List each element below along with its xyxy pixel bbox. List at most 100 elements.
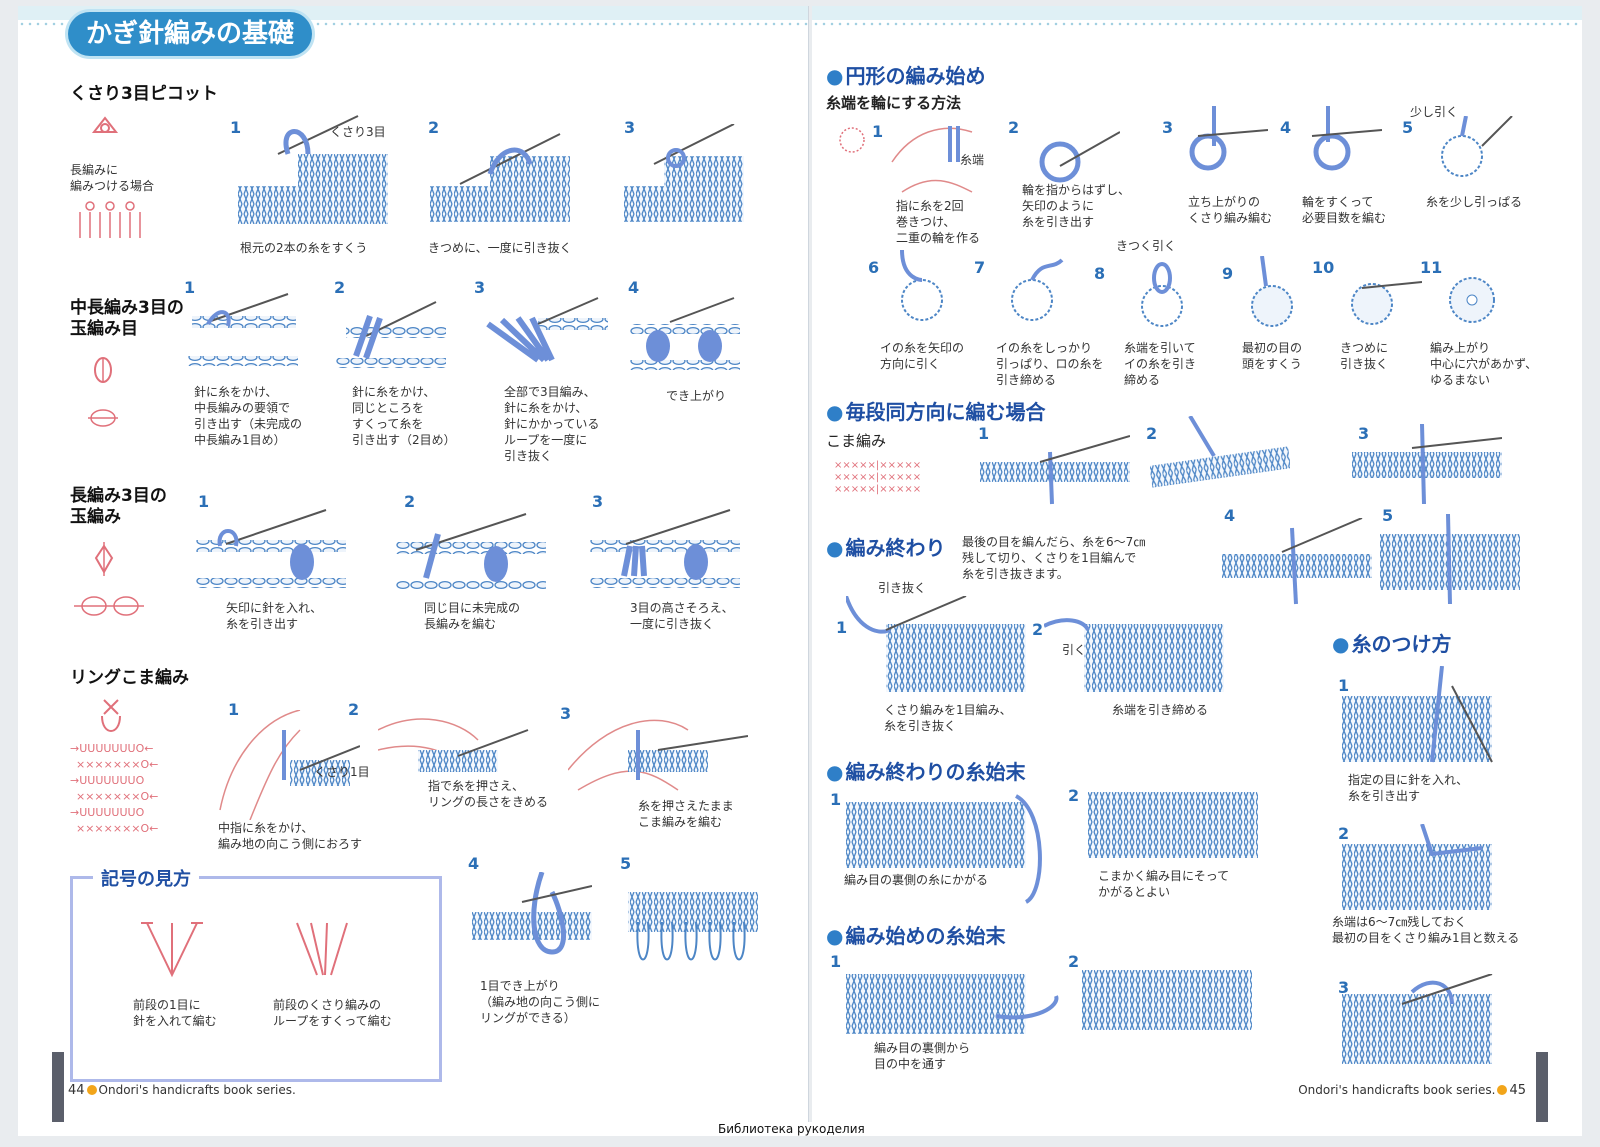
circle-step-7-caption: イの糸をしっかり 引っぱり、ロの糸を 引き締める: [996, 341, 1104, 387]
join-step-1-illustration: [1342, 666, 1493, 763]
end-weave-step-1-number: 1: [830, 790, 842, 809]
ring-sc-step-4-illustration: [472, 872, 592, 955]
same-direction-step-4-illustration: [1222, 518, 1372, 605]
page-dot-icon: [1497, 1085, 1508, 1095]
same-direction-step-2-illustration: [1150, 416, 1290, 488]
circle-start-heading: 円形の編み始め: [826, 60, 985, 89]
picot-heading: くさり3目ピコット: [70, 84, 218, 104]
finish-step-2-caption: 糸端を引き締める: [1112, 703, 1209, 717]
legend-item-1-caption: 前段の1目に 針を入れて編む: [133, 998, 217, 1028]
join-step-1-caption: 指定の目に針を入れ、 糸を引き出す: [1348, 773, 1469, 803]
svg-text:→UUUUUUUO: →UUUUUUUO: [70, 774, 145, 787]
circle-step-6-number: 6: [868, 258, 880, 277]
end-weave-step-2-number: 2: [1068, 786, 1080, 805]
same-direction-step-5-number: 5: [1382, 506, 1394, 525]
circle-step-10-illustration: [1351, 281, 1422, 325]
hdc-puff-step-3-number: 3: [474, 278, 486, 297]
start-weave-step-2-number: 2: [1068, 952, 1080, 971]
circle-step-5-illustration: [1441, 116, 1513, 177]
page-number: 44: [68, 1083, 85, 1098]
end-weave-step-1-illustration: [846, 794, 1042, 904]
join-step-2-caption: 糸端は6〜7㎝残しておく 最初の目をくさり編み1目と数える: [1332, 915, 1520, 945]
finish-step-2-illustration: [1044, 618, 1224, 692]
series-name: Ondori's handicrafts book series.: [98, 1083, 296, 1097]
circle-step-4-illustration: [1311, 106, 1382, 171]
circle-step-3-caption: 立ち上がりの くさり編み編む: [1188, 195, 1273, 225]
dc-cluster-step-3-number: 3: [592, 492, 604, 511]
join-step-3-illustration: [1342, 974, 1493, 1064]
hdc-puff-step-2-caption: 針に糸をかけ、 同じところを すくって糸を 引き出す（2目め）: [352, 385, 456, 447]
symbol-legend-title: 記号の見方: [93, 865, 199, 891]
legend-item-2-caption: 前段のくさり編みの ループをすくって編む: [273, 998, 392, 1028]
hdc-puff-step-1-caption: 針に糸をかけ、 中長編みの要領で 引き出す（未完成の 中長編み1目め）: [194, 385, 303, 447]
picot-step-1-number: 1: [230, 118, 242, 137]
hdc-puff-step-3-illustration: [486, 297, 608, 363]
dc-cluster-step-1-number: 1: [198, 492, 210, 511]
circle-step-8-number: 8: [1094, 264, 1106, 283]
symbol-legend-box: 記号の見方 前段の1目に 針を入れて編む 前段のくさり編みの ループをすくって編…: [70, 865, 442, 1082]
page-footer-left: 44 Ondori's handicrafts book series.: [68, 1083, 296, 1098]
circle-step-5-label: 少し引く: [1410, 105, 1459, 119]
start-weave-step-1-illustration: [846, 974, 1059, 1034]
dc-cluster-step-2-number: 2: [404, 492, 416, 511]
hdc-puff-step-1-illustration: [188, 293, 298, 366]
picot-chart-icon: [79, 201, 141, 238]
ring-sc-chart-icon: →UUUUUUUO←×××××××O←→UUUUUUUO×××××××O←→UU…: [70, 699, 158, 835]
start-weave-heading: 編み始めの糸始末: [826, 920, 1005, 949]
ring-sc-step-1-number: 1: [228, 700, 240, 719]
svg-text:×××××|×××××: ×××××|×××××: [834, 460, 921, 471]
ring-sc-step-3-number: 3: [560, 704, 572, 723]
same-direction-subheading: こま編み: [826, 432, 887, 450]
circle-start-subheading: 糸端を輪にする方法: [826, 94, 962, 112]
same-direction-step-3-illustration: [1352, 424, 1502, 504]
end-weave-step-2-caption: こまかく編み目にそって かがるとよい: [1098, 869, 1230, 899]
join-step-1-number: 1: [1338, 676, 1350, 695]
picot-step-2-caption: きつめに、一度に引き抜く: [428, 241, 572, 255]
hdc-puff-heading: 中長編み3目の 玉編み目: [70, 298, 184, 340]
dc-cluster-step-2-caption: 同じ目に未完成の 長編みを編む: [424, 601, 521, 631]
circle-step-8-caption: 糸端を引いて イの糸を引き 締める: [1124, 341, 1197, 387]
finish-step-1-number: 1: [836, 618, 848, 637]
ring-sc-step-2-label: くさり1目: [314, 765, 370, 779]
dc-cluster-step-1-illustration: [196, 509, 346, 588]
start-weave-step-2-illustration: [1082, 970, 1252, 1030]
ring-sc-step-2-illustration: [378, 718, 529, 772]
ring-sc-step-1-caption: 中指に糸をかけ、 編み地の向こう側におろす: [218, 821, 363, 851]
picot-symbol-note: 長編みに 編みつける場合: [70, 163, 155, 193]
ring-sc-step-3-caption: 糸を押さえたまま こま編みを編む: [638, 799, 734, 829]
top-band: [812, 6, 1582, 20]
circle-step-6-illustration: [900, 250, 943, 321]
picot-step-1-caption: 根元の2本の糸をすくう: [240, 241, 368, 255]
right-page: 円形の編み始め 糸端を輪にする方法 1 糸端 指に糸を2回 巻きつけ、 二重の輪…: [812, 6, 1582, 1136]
ring-sc-heading: リングこま編み: [70, 668, 189, 688]
join-step-2-illustration: [1342, 824, 1492, 910]
end-weave-heading: 編み終わりの糸始末: [826, 756, 1025, 785]
join-step-3-number: 3: [1338, 978, 1350, 997]
circle-step-1-number: 1: [872, 122, 884, 141]
circle-step-6-caption: イの糸を矢印の 方向に引く: [880, 341, 965, 371]
ring-sc-step-4-caption: 1目でき上がり （編み地の向こう側に リングができる）: [480, 979, 601, 1025]
same-direction-step-2-number: 2: [1146, 424, 1158, 443]
hdc-puff-step-4-illustration: [630, 297, 740, 370]
join-yarn-heading: 糸のつけ方: [1332, 628, 1451, 657]
page-dot-icon: [86, 1085, 97, 1095]
finish-step-1-label: 引き抜く: [878, 581, 927, 595]
finish-step-1-caption: くさり編みを1目編み、 糸を引き抜く: [884, 703, 1012, 733]
circle-step-9-caption: 最初の目の 頭をすくう: [1242, 341, 1303, 371]
circle-step-1-illustration: [839, 126, 973, 193]
svg-text:→UUUUUUUO: →UUUUUUUO: [70, 806, 145, 819]
picot-step-1-illustration: [238, 115, 388, 224]
page-edge-tab: [1536, 1052, 1548, 1122]
finish-description: 最後の目を編んだら、糸を6〜7㎝ 残して切り、くさりを1目編んで 糸を引き抜きま…: [962, 535, 1146, 581]
finish-heading: 編み終わり: [826, 532, 945, 561]
svg-text:×××××××O←: ×××××××O←: [76, 790, 158, 803]
same-direction-step-4-number: 4: [1224, 506, 1236, 525]
circle-step-5-caption: 糸を少し引っぱる: [1426, 195, 1523, 209]
hdc-puff-step-1-number: 1: [184, 278, 196, 297]
circle-step-4-caption: 輪をすくって 必要目数を編む: [1302, 195, 1387, 225]
circle-step-11-number: 11: [1420, 258, 1443, 277]
circle-step-8-illustration: [1141, 262, 1183, 327]
same-direction-step-1-illustration: [980, 435, 1130, 505]
ring-sc-step-4-number: 4: [468, 854, 480, 873]
finish-step-1-illustration: [846, 596, 1026, 692]
